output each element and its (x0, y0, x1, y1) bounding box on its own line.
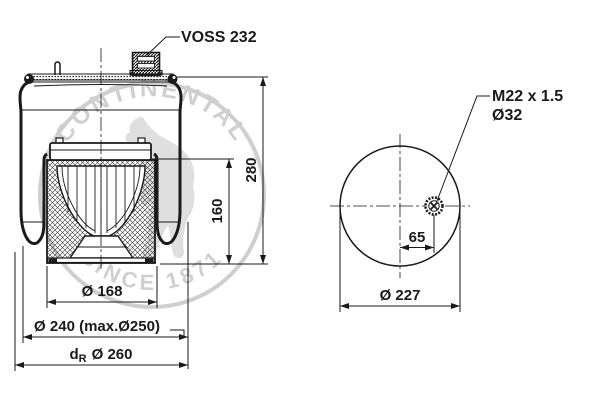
piston-flange (49, 137, 152, 161)
dim-168-text: Ø 168 (82, 283, 123, 300)
dim-280-text: 280 (243, 157, 260, 182)
dim-160-text: 160 (209, 198, 226, 223)
dim-227-text: Ø 227 (380, 287, 421, 304)
dim-piston-height: 160 (209, 159, 232, 264)
dim-piston-diameter: Ø 168 (46, 266, 158, 308)
dim-65-text: 65 (409, 229, 426, 246)
thread-callout: M22 x 1.5 Ø32 (436, 88, 563, 202)
side-view-dimensions: 280 160 Ø 168 Ø 240 (max.Ø250) (14, 29, 268, 371)
side-section-view (18, 48, 183, 270)
thread-label: M22 x 1.5 (492, 88, 563, 105)
bead-plate (24, 73, 178, 84)
voss-label: VOSS 232 (181, 29, 257, 46)
connector-callout: VOSS 232 (146, 29, 257, 56)
dim-plate-diameter: Ø 227 (339, 210, 461, 312)
dim-bellows-diameter: Ø 240 (max.Ø250) (22, 222, 189, 369)
watermark-ring (38, 81, 266, 309)
bead-curl-right (167, 74, 178, 84)
thread-bore-label: Ø32 (492, 107, 522, 124)
voss-connector (129, 51, 163, 77)
dim-rolling-diameter: dR Ø 260 (14, 252, 188, 371)
dim-260-sub: R (79, 353, 87, 365)
air-port-bolt (424, 196, 444, 216)
piston-inner-bell (56, 165, 146, 237)
dim-260-text: dR Ø 260 (70, 346, 133, 365)
bellows-outline (18, 79, 183, 245)
dim-260-value: Ø 260 (92, 346, 133, 363)
dim-240-text: Ø 240 (max.Ø250) (34, 318, 160, 335)
dim-port-offset: 65 (400, 215, 435, 253)
top-view: M22 x 1.5 Ø32 65 Ø 227 (330, 88, 563, 312)
dim-260-prefix: d (70, 346, 79, 363)
plate-stud (54, 61, 61, 75)
dim-total-height: 280 (243, 77, 266, 264)
bead-curl-left (24, 74, 34, 84)
